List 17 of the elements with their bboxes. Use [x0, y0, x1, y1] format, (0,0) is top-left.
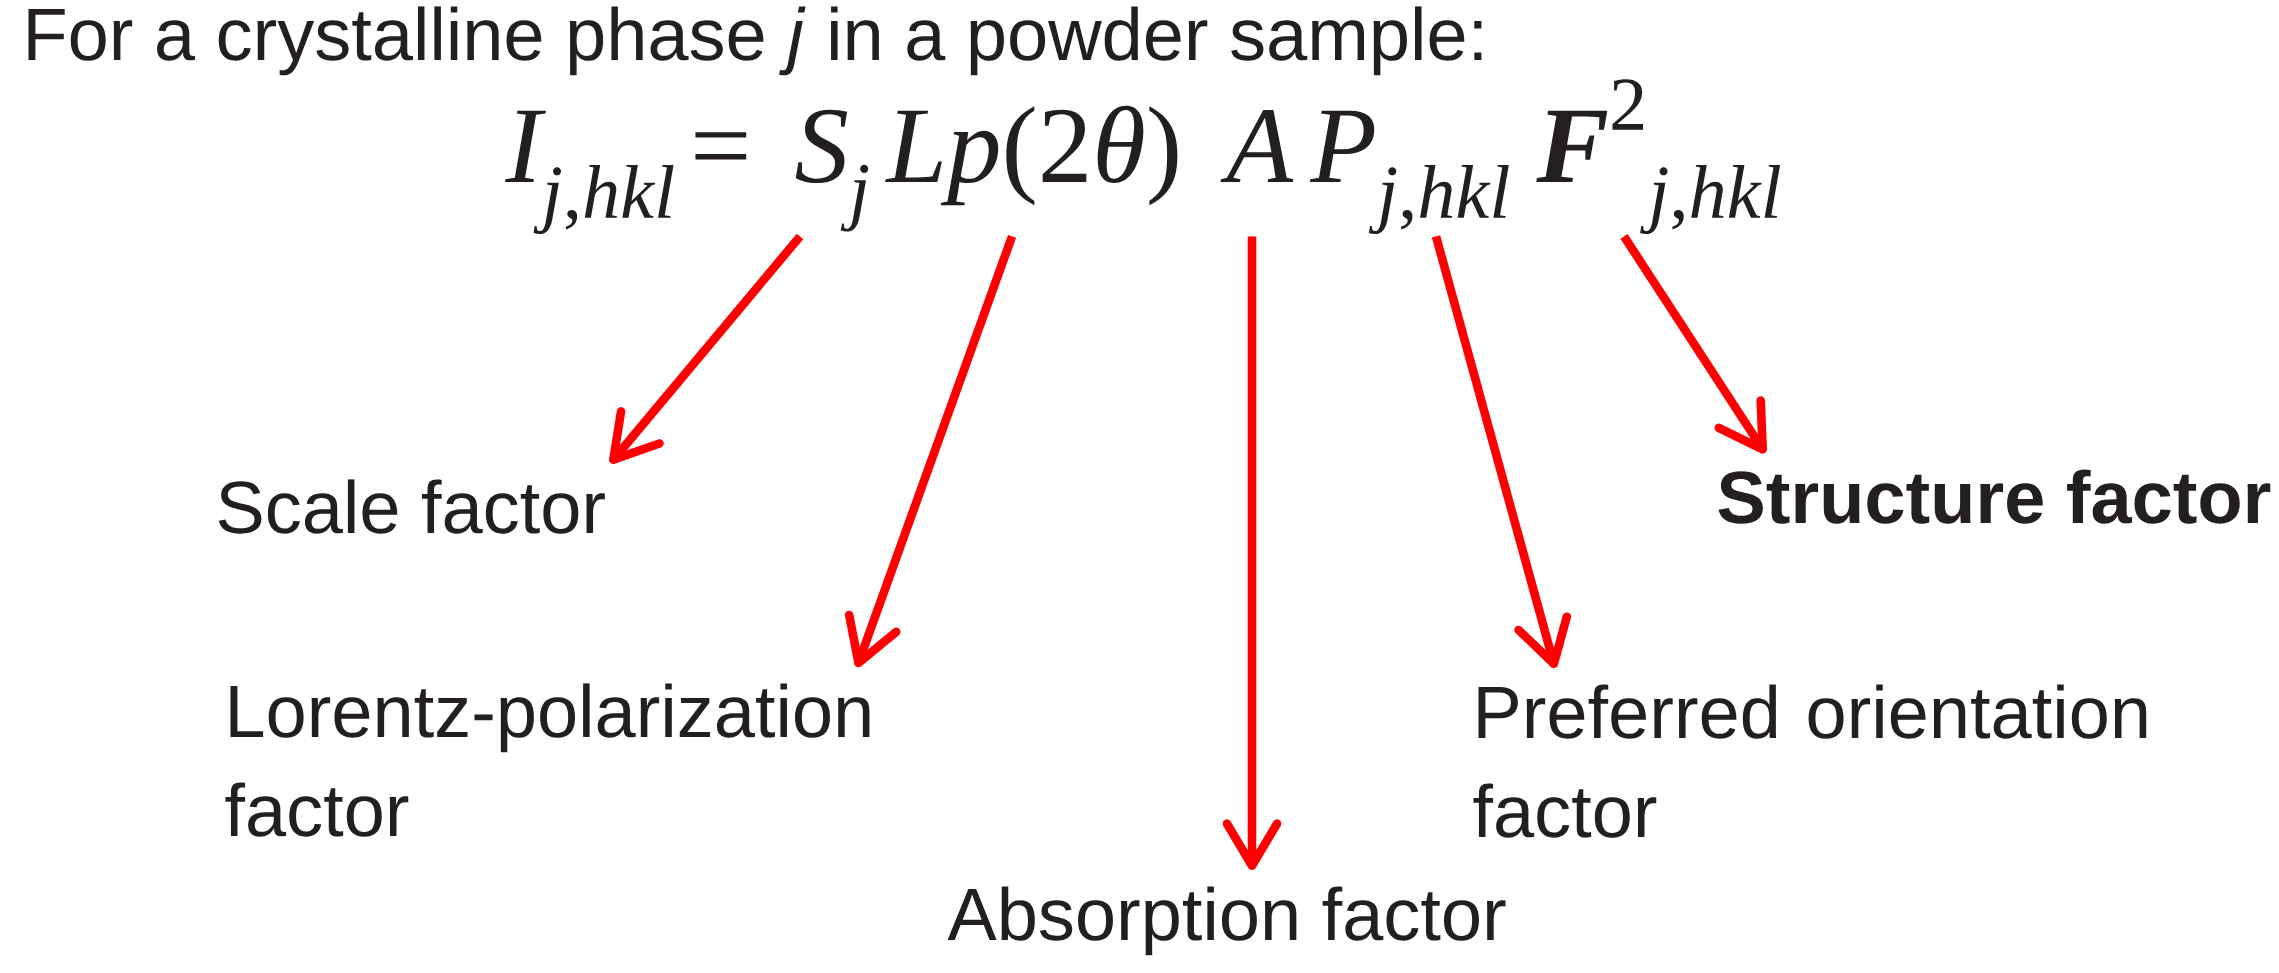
- formula-term: $Lp(2\theta)$: [885, 105, 1178, 206]
- factor-label: Absorption factor: [947, 886, 1506, 956]
- arrow: [1222, 236, 1282, 870]
- arrow: [1431, 235, 1572, 669]
- formula-term: $S_{j}$: [795, 109, 869, 232]
- formula-term: ${\boldsymbol{F}^{2}}_{j,hkl}$: [1536, 79, 1781, 235]
- formula-term: $A$: [1220, 110, 1294, 182]
- formula-term: $P_{j,hkl}$: [1309, 110, 1509, 235]
- title: For a crystalline phase j in a powder sample:: [28, 6, 1482, 76]
- factor-label: Preferred orientation factor: [1473, 684, 2147, 838]
- factor-label: Lorentz-polarization factor: [225, 683, 870, 837]
- arrow: [609, 233, 804, 464]
- factor-label: Scale factor: [218, 479, 605, 534]
- factor-label: Structure factor: [1718, 469, 2271, 524]
- arrow: [844, 234, 1017, 668]
- arrow: [1620, 234, 1767, 454]
- formula-text: $I_{j,hkl} =$: [505, 110, 747, 235]
